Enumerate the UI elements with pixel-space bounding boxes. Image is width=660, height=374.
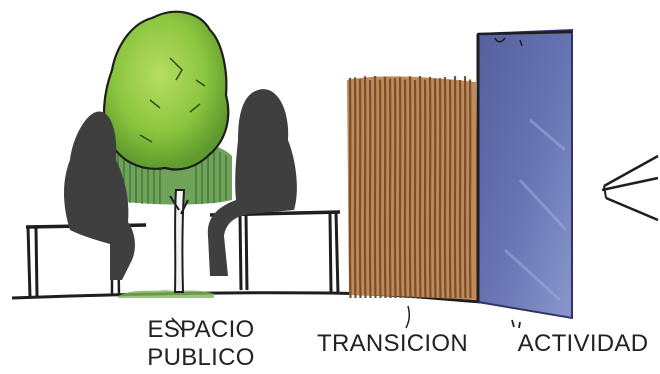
wood-slat <box>368 79 372 299</box>
wood-slat <box>403 79 407 299</box>
wood-slat <box>348 77 352 299</box>
label-espacio-publico: ESPACIO PUBLICO <box>136 316 266 372</box>
seated-person-icon <box>207 89 297 276</box>
wood-slat <box>453 76 457 299</box>
label-actividad: ACTIVIDAD <box>517 330 649 357</box>
wood-slat <box>418 76 422 299</box>
wood-slat <box>383 76 387 299</box>
wood-slat <box>353 77 357 299</box>
building-icon <box>476 28 573 320</box>
wood-slat <box>393 78 397 299</box>
wood-slat <box>468 79 472 299</box>
label-espacio-line2: PUBLICO <box>147 344 255 371</box>
wood-slat <box>463 76 467 299</box>
wood-slat <box>428 76 432 299</box>
bench-icon <box>209 210 341 295</box>
seated-person-icon <box>64 111 135 280</box>
grass <box>118 290 214 298</box>
wood-slat <box>398 77 402 299</box>
wood-slat <box>443 77 447 299</box>
label-tick <box>405 305 411 329</box>
ground-line <box>11 291 571 308</box>
wood-slat <box>388 78 392 299</box>
wood-slat <box>363 76 367 299</box>
label-espacio-line1: ESPACIO <box>147 316 255 343</box>
wood-slat <box>438 78 442 299</box>
wood-slat <box>378 79 382 299</box>
wood-slat <box>433 78 437 299</box>
wood-slat <box>458 79 462 299</box>
label-transicion: TRANSICION <box>316 330 468 357</box>
wood-slat <box>358 79 362 299</box>
edge-detail <box>601 154 659 222</box>
label-tick <box>511 319 521 329</box>
wood-slat <box>448 79 452 299</box>
wood-slat <box>373 76 377 299</box>
label-tick <box>171 317 183 331</box>
wood-slat <box>408 76 412 299</box>
tree-icon <box>102 10 230 293</box>
wood-slat <box>413 79 417 299</box>
wooden-screen-icon <box>347 76 478 300</box>
wood-slat <box>423 79 427 299</box>
